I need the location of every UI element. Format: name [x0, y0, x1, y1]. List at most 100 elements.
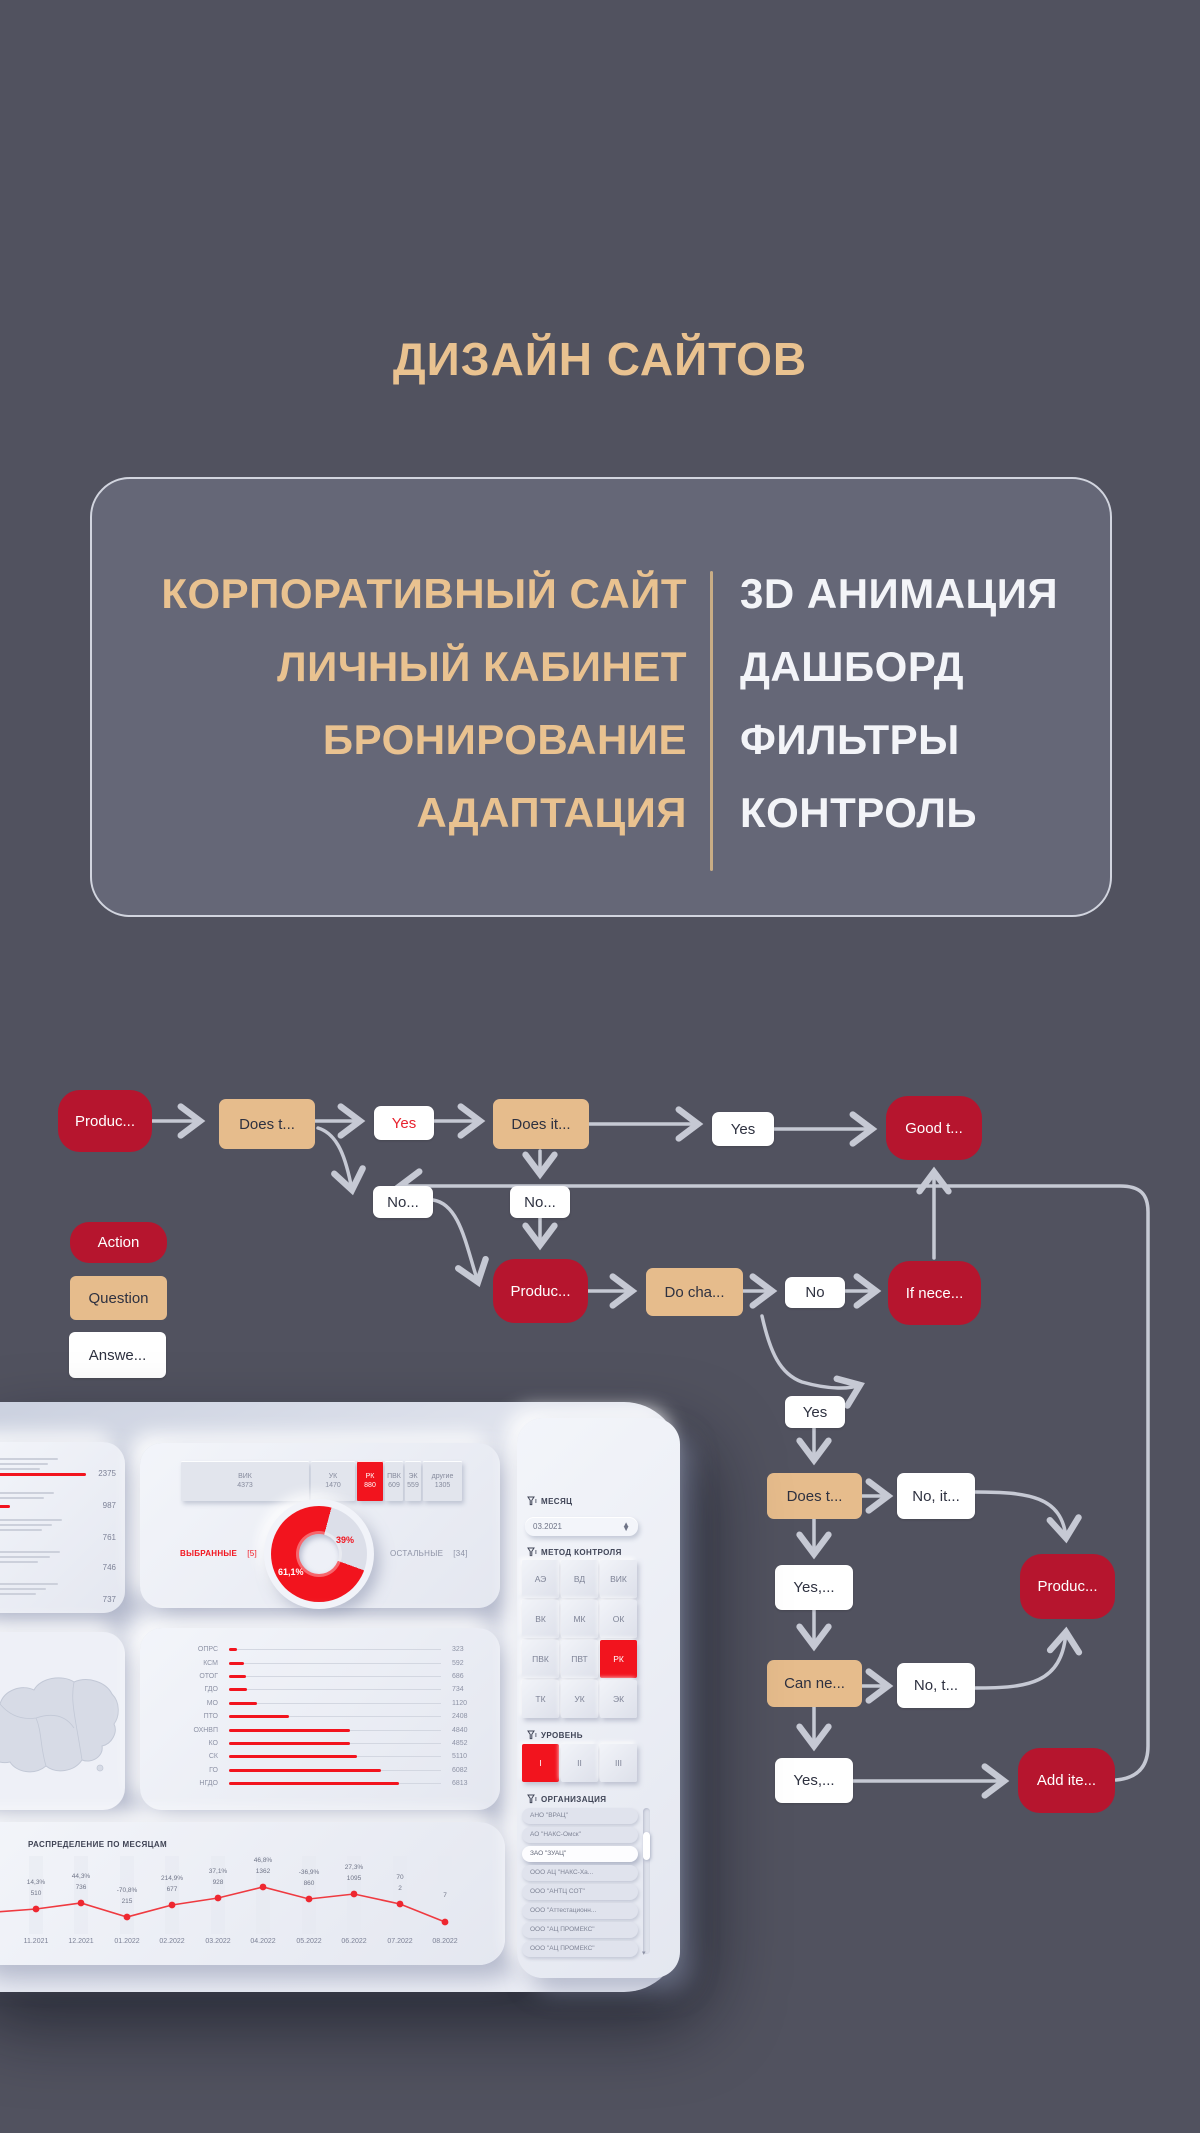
- flow-node-action: Produc...: [493, 1259, 588, 1323]
- x-tick: 01.2022: [114, 1938, 140, 1945]
- x-tick: 11.2021: [23, 1938, 49, 1945]
- info-panel-left-column: КОРПОРАТИВНЫЙ САЙТ ЛИЧНЫЙ КАБИНЕТ БРОНИР…: [92, 557, 687, 849]
- info-item: БРОНИРОВАНИЕ: [322, 716, 687, 763]
- method-button[interactable]: ВИК: [600, 1560, 637, 1598]
- flow-node-action: Produc...: [1020, 1554, 1115, 1619]
- month-select[interactable]: 03.2021 ▲▼: [525, 1517, 638, 1536]
- line-chart: [0, 1856, 452, 1934]
- mini-bar: [0, 1473, 86, 1476]
- filter-icon: [527, 1794, 537, 1804]
- point-pct: -36,9%: [298, 1869, 320, 1876]
- card-months-chart: РАСПРЕДЕЛЕНИЕ ПО МЕСЯЦАМ 14,3% 510 44,3%…: [0, 1822, 505, 1965]
- flow-node-action: Add ite...: [1018, 1748, 1115, 1813]
- legend-answer: Answe...: [69, 1332, 166, 1378]
- connector: [973, 1626, 1083, 1690]
- scrollbar-track[interactable]: [643, 1808, 650, 1954]
- org-item[interactable]: ООО "АНТЦ СОТ": [522, 1884, 638, 1900]
- level-button[interactable]: III: [600, 1744, 637, 1782]
- mini-bar-value: 737: [102, 1595, 116, 1604]
- scrollbar-thumb[interactable]: [643, 1832, 650, 1860]
- selected-label: ВЫБРАННЫЕ[5]: [180, 1549, 257, 1558]
- method-button[interactable]: ВК: [522, 1600, 559, 1638]
- level-filter-label: УРОВЕНЬ: [527, 1730, 583, 1740]
- method-button[interactable]: ВД: [561, 1560, 598, 1598]
- point-value: 7: [443, 1892, 447, 1899]
- method-button[interactable]: МК: [561, 1600, 598, 1638]
- scrollbar-down-icon[interactable]: ▾: [642, 1950, 646, 1957]
- org-item[interactable]: ООО "АЦ ПРОМЕКС": [522, 1922, 638, 1938]
- mini-bar-value: 2375: [98, 1469, 116, 1478]
- flow-node-answer: No...: [510, 1186, 570, 1218]
- flow-node-answer: No: [785, 1277, 845, 1308]
- method-filter-label: МЕТОД КОНТРОЛЯ: [527, 1547, 622, 1557]
- connector: [316, 1126, 366, 1196]
- point-value: 736: [75, 1884, 87, 1891]
- info-panel-right-column: 3D АНИМАЦИЯ ДАШБОРД ФИЛЬТРЫ КОНТРОЛЬ: [740, 557, 1058, 849]
- x-tick: 04.2022: [250, 1938, 276, 1945]
- point-pct: 214,9%: [160, 1875, 184, 1882]
- info-item: ЛИЧНЫЙ КАБИНЕТ: [277, 643, 687, 690]
- level-button-selected[interactable]: I: [522, 1744, 559, 1782]
- method-button[interactable]: АЭ: [522, 1560, 559, 1598]
- method-button[interactable]: ПВТ: [561, 1640, 598, 1678]
- point-pct: -70,8%: [116, 1887, 138, 1894]
- flow-node-question: Does it...: [493, 1099, 589, 1149]
- flow-node-answer: Yes: [712, 1112, 774, 1146]
- org-item[interactable]: АО "НАКС-Омск": [522, 1827, 638, 1843]
- org-item[interactable]: АНО "ВРАЦ": [522, 1808, 638, 1824]
- flow-node-answer: Yes: [785, 1396, 845, 1428]
- donut-selected-pct: 61,1%: [278, 1567, 304, 1577]
- point-value: 215: [121, 1898, 133, 1905]
- page-title: ДИЗАЙН САЙТОВ: [392, 333, 808, 385]
- level-button[interactable]: II: [561, 1744, 598, 1782]
- flow-node-answer: No...: [373, 1186, 433, 1218]
- rest-label: ОСТАЛЬНЫЕ[34]: [390, 1549, 468, 1558]
- method-button[interactable]: ОК: [600, 1600, 637, 1638]
- x-tick: 05.2022: [296, 1938, 322, 1945]
- method-button[interactable]: УК: [561, 1680, 598, 1718]
- method-grid: АЭ ВД ВИК ВК МК ОК ПВК ПВТ РК ТК УК ЭК: [522, 1560, 641, 1718]
- method-button[interactable]: ПВК: [522, 1640, 559, 1678]
- method-button-selected[interactable]: РК: [600, 1640, 637, 1678]
- info-item: КОНТРОЛЬ: [740, 789, 978, 836]
- mini-bar-value: 987: [102, 1501, 116, 1510]
- flow-node-question: Does t...: [767, 1473, 862, 1519]
- org-item-selected[interactable]: ЗАО "ЗУАЦ": [522, 1846, 638, 1862]
- org-item[interactable]: ООО "АЦ ПРОМЕКС": [522, 1941, 638, 1957]
- x-tick: 12.2021: [68, 1938, 94, 1945]
- stepper-icon[interactable]: ▲▼: [622, 1519, 630, 1533]
- org-item[interactable]: ООО "Аттестационн...: [522, 1903, 638, 1919]
- method-button[interactable]: ТК: [522, 1680, 559, 1718]
- info-item: 3D АНИМАЦИЯ: [740, 570, 1059, 617]
- chart-title: РАСПРЕДЕЛЕНИЕ ПО МЕСЯЦАМ: [28, 1840, 168, 1849]
- point-value: 928: [212, 1879, 224, 1886]
- mini-bar: [0, 1505, 10, 1508]
- x-tick: 08.2022: [432, 1938, 458, 1945]
- level-grid: I II III: [522, 1744, 641, 1782]
- info-item: ДАШБОРД: [740, 643, 965, 690]
- info-item: КОРПОРАТИВНЫЙ САЙТ: [161, 570, 687, 617]
- point-pct: 44,3%: [71, 1873, 91, 1880]
- flow-node-answer: No, t...: [897, 1663, 975, 1708]
- flow-node-action: If nece...: [888, 1261, 981, 1325]
- org-item[interactable]: ООО АЦ "НАКС-Ха...: [522, 1865, 638, 1881]
- point-value: 1362: [255, 1868, 271, 1875]
- method-button[interactable]: ЭК: [600, 1680, 637, 1718]
- point-pct: 14,3%: [26, 1879, 46, 1886]
- x-tick: 07.2022: [387, 1938, 413, 1945]
